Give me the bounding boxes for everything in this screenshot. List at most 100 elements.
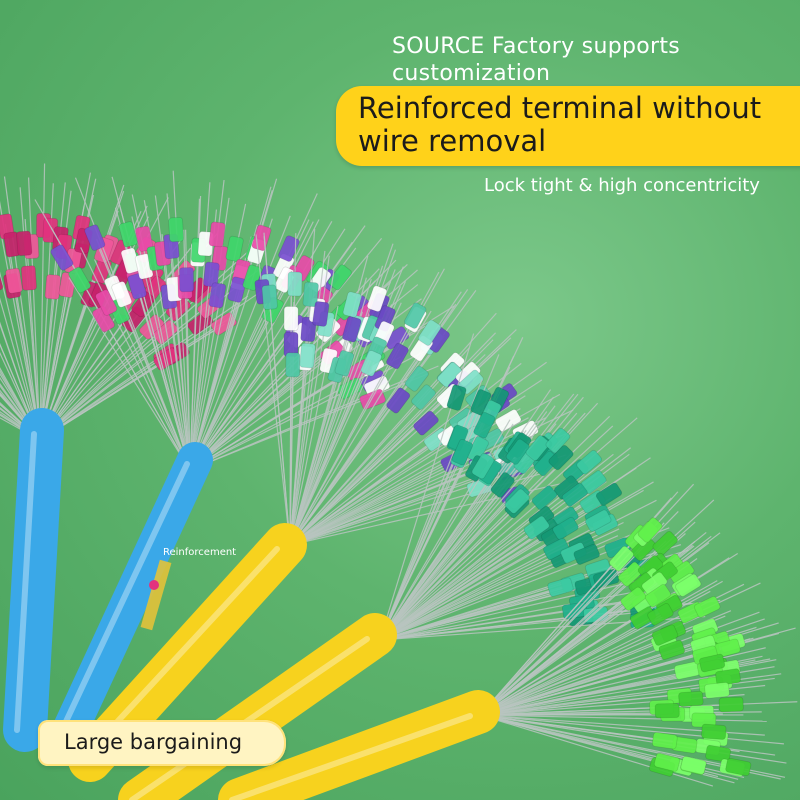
wire-strand <box>189 209 218 471</box>
terminal-tip <box>5 267 23 294</box>
reinforcement-marker <box>149 580 159 590</box>
headline-text: Reinforced terminal without wire removal <box>358 91 762 158</box>
wire-strand <box>0 411 41 441</box>
reinforcement-strip <box>140 559 172 631</box>
terminal-tip <box>545 427 571 454</box>
terminal-tip <box>44 274 61 300</box>
terminal-tip <box>451 438 473 466</box>
terminal-tip <box>0 266 4 293</box>
tube-highlight <box>59 461 190 733</box>
terminal-tip <box>342 316 362 343</box>
terminal-tip <box>312 301 330 327</box>
terminal-tip <box>473 411 496 439</box>
terminal-tip <box>699 653 726 673</box>
terminal-tip <box>654 703 680 719</box>
handle-tube <box>118 613 397 800</box>
wire-strand <box>479 714 787 764</box>
wire-strand <box>379 436 534 641</box>
bargain-badge <box>38 720 286 766</box>
wire-strand <box>0 389 41 441</box>
wire-strand <box>0 407 41 441</box>
wire-strand <box>189 280 328 471</box>
wire-strand <box>379 589 646 641</box>
wire-strand <box>27 177 41 441</box>
terminal-tip <box>525 435 551 461</box>
terminal-tip <box>652 530 678 556</box>
wire-strand <box>68 277 191 471</box>
wire-strand <box>379 448 560 641</box>
wire-strand <box>479 704 729 716</box>
wire-strand <box>154 195 191 471</box>
terminal-tip <box>576 449 603 475</box>
wire-strand <box>39 323 225 441</box>
terminal-tip <box>417 319 442 346</box>
tube-highlight <box>14 431 37 733</box>
wire-strand <box>379 522 605 641</box>
wire-strand <box>0 391 41 441</box>
wire-strand <box>0 406 41 441</box>
terminal-tip <box>251 224 272 252</box>
wire-strand <box>379 394 490 641</box>
wire-strand <box>289 306 339 546</box>
terminal-tip <box>725 757 752 777</box>
terminal-tip <box>609 545 634 572</box>
terminal-tip <box>227 276 247 303</box>
wire-strand <box>0 402 41 441</box>
terminal-tip <box>404 365 429 392</box>
wire-strand <box>0 271 41 441</box>
terminal-tip <box>342 291 362 318</box>
terminal-tip <box>285 352 301 378</box>
wire-strand <box>379 333 475 641</box>
wire-strand <box>0 343 41 441</box>
wire-strand <box>0 369 41 441</box>
wire-strand <box>479 714 784 745</box>
terminal-tip <box>651 732 678 750</box>
wire-strand <box>189 215 291 471</box>
terminal-tip <box>547 577 574 597</box>
bargain-text: Large bargaining <box>64 730 243 754</box>
terminal-tip <box>675 573 702 597</box>
wire-strand <box>0 367 41 441</box>
terminal-tip <box>446 384 467 411</box>
terminal-tip <box>261 284 278 310</box>
terminal-tip <box>208 282 227 309</box>
terminal-tip <box>283 306 299 331</box>
terminal-tip <box>366 285 388 312</box>
terminal-tip <box>179 267 195 293</box>
terminal-tip <box>658 639 686 660</box>
wire-strand <box>39 287 190 441</box>
terminal-tip <box>135 225 154 252</box>
terminal-tip <box>573 543 600 565</box>
wire-strand <box>479 610 732 716</box>
terminal-tip <box>50 244 74 271</box>
wire-strand <box>80 247 191 471</box>
terminal-tip <box>647 603 674 626</box>
handle-tube <box>3 408 64 752</box>
terminal-tip <box>302 281 319 308</box>
wire-strand <box>39 182 66 441</box>
wire-strand <box>479 632 729 716</box>
wire-strand <box>189 182 211 471</box>
wire-strand <box>189 219 320 471</box>
terminal-tip <box>705 744 732 763</box>
terminal-tip <box>531 485 558 511</box>
terminal-tip <box>548 444 574 471</box>
terminal-tip <box>585 509 612 532</box>
wire-strand <box>379 389 552 641</box>
terminal-tip <box>715 668 741 686</box>
wire-strand <box>0 372 41 441</box>
wire-strand <box>379 425 614 641</box>
wire-strand <box>0 383 41 441</box>
terminal-tip <box>127 273 147 300</box>
terminal-tip <box>168 216 185 243</box>
wire-strand <box>0 413 41 441</box>
wire-strand <box>379 379 483 641</box>
terminal-tip <box>704 682 730 699</box>
terminal-tip <box>411 384 436 410</box>
tube-highlight <box>229 713 473 800</box>
teal-terminal-bundle <box>118 333 721 800</box>
wire-strand <box>289 229 316 546</box>
lock-tight-text: Lock tight & high concentricity <box>484 175 760 196</box>
